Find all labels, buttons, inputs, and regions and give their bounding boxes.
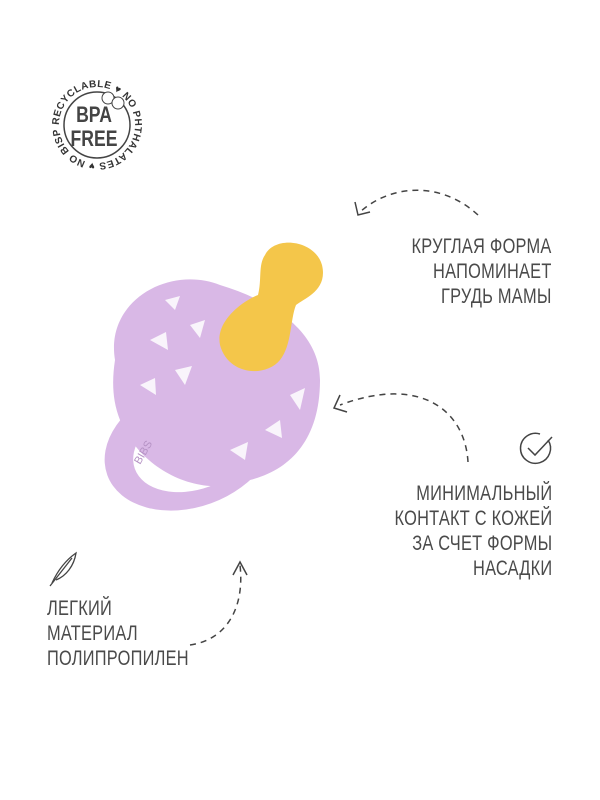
feature-line: НАПОМИНАЕТ: [433, 260, 552, 283]
feature-line: ЛЕГКИЙ: [47, 597, 113, 620]
feature-line: КРУГЛАЯ ФОРМА: [411, 235, 552, 258]
badge-free: FREE: [71, 127, 118, 151]
bpa-free-badge: RECYCLABLE ♥ NO PHTHALATES ♥ NO BISPHENO…: [0, 0, 143, 171]
arrowhead: [332, 394, 348, 413]
badge-bpa: BPA: [76, 103, 112, 127]
arrow-to-nipple: [359, 189, 479, 216]
feature-light-material: ЛЕГКИЙ МАТЕРИАЛ ПОЛИПРОПИЛЕН: [47, 596, 229, 671]
feature-minimal-contact: МИНИМАЛЬНЫЙ КОНТАКТ С КОЖЕЙ ЗА СЧЕТ ФОРМ…: [350, 481, 552, 581]
pacifier-image: BIBS: [104, 242, 323, 511]
feature-line: ПОЛИПРОПИЛЕН: [47, 647, 189, 670]
arrowhead: [354, 201, 371, 216]
feature-line: ЗА СЧЕТ ФОРМЫ: [411, 532, 552, 555]
baby-face-icon: [111, 96, 125, 110]
feature-round-shape: КРУГЛАЯ ФОРМА НАПОМИНАЕТ ГРУДЬ МАМЫ: [372, 234, 552, 309]
check-circle-icon: [519, 432, 553, 465]
feature-line: КОНТАКТ С КОЖЕЙ: [394, 507, 552, 530]
feature-line: МАТЕРИАЛ: [47, 622, 138, 645]
feature-line: МИНИМАЛЬНЫЙ: [415, 482, 552, 505]
arrowhead: [232, 560, 248, 576]
feather-icon: [49, 551, 77, 587]
feature-line: ГРУДЬ МАМЫ: [441, 285, 552, 308]
feature-line: НАСАДКИ: [472, 557, 552, 580]
arrow-to-ring: [189, 564, 242, 646]
arrow-to-shield: [339, 393, 469, 463]
